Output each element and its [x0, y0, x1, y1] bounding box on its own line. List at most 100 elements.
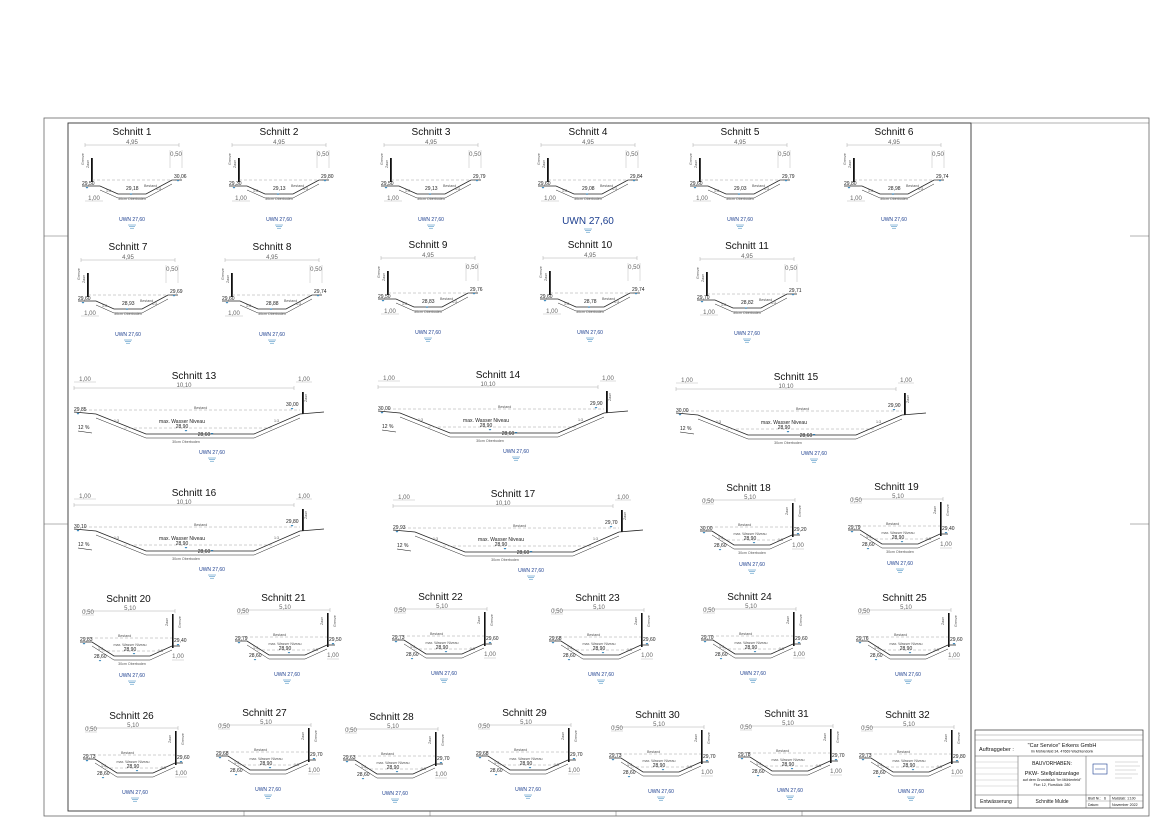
- slope-label: 1:3: [274, 419, 279, 423]
- water-level-marker: [98, 660, 102, 662]
- water-level-marker: [76, 413, 80, 415]
- topsoil-line: [870, 761, 952, 777]
- fence-label: Zaun: [86, 160, 90, 168]
- section-title: Schnitt 29: [502, 708, 547, 719]
- dimension-label: 1,00: [84, 311, 96, 317]
- slope-label: 1:3: [937, 765, 942, 769]
- dimension-label: 5,10: [745, 604, 757, 610]
- level-right: 29,70: [703, 754, 716, 760]
- level-bottom: 28,60: [862, 542, 875, 548]
- level-left: 29,60: [78, 296, 91, 302]
- dimension-label: 1,00: [850, 196, 862, 202]
- ground-profile: [377, 410, 629, 434]
- level-right: 29,70: [310, 752, 323, 758]
- level-left: 29,50: [381, 181, 394, 187]
- water-level-marker: [478, 757, 482, 759]
- section-title: Schnitt 22: [418, 592, 463, 603]
- existing-label: Bestand: [759, 298, 772, 302]
- fence-label: Zaun: [848, 160, 852, 168]
- water-level-marker: [276, 193, 280, 196]
- slope-label: 1:3: [410, 645, 415, 649]
- slope-label: 1:3: [593, 537, 598, 541]
- water-level-marker: [585, 193, 589, 196]
- dimension-label: 1,00: [175, 771, 187, 777]
- dimension-label: 4,95: [273, 140, 285, 146]
- project-label: BAUVORHABEN:: [1032, 761, 1072, 767]
- boundary-label: Grenze: [441, 734, 445, 746]
- fence-label: Zaun: [823, 733, 827, 741]
- slope-label: 1:3: [470, 647, 475, 651]
- section-title: Schnitt 24: [727, 592, 772, 603]
- water-level-marker: [784, 180, 788, 182]
- fence-wall: [568, 728, 570, 762]
- ground-profile: [83, 758, 183, 774]
- section-title: Schnitt 1: [113, 127, 152, 138]
- water-level-label: max. Wasser Niveau: [642, 759, 675, 763]
- fence-label: Zaun: [694, 160, 698, 168]
- existing-label: Bestand: [118, 634, 131, 638]
- fence-label: Zaun: [623, 512, 627, 520]
- topsoil-line: [714, 297, 788, 313]
- uwn-label: UWN 27,60: [734, 331, 760, 337]
- level-bottom: 28,60: [230, 768, 243, 774]
- level-bottom: 28,60: [714, 543, 727, 549]
- fence-label: Zaun: [906, 395, 910, 403]
- topsoil-label: 30cm Oberboden: [726, 197, 754, 201]
- fence-label: Zaun: [561, 732, 565, 740]
- topsoil-line: [99, 183, 173, 199]
- slope-arrow: [396, 548, 412, 552]
- level-water: 28,90: [653, 763, 666, 769]
- dimension-label: 5,10: [782, 721, 794, 727]
- uwn-label: UWN 27,60: [119, 673, 145, 679]
- scale-label: Maßstab: 1:100: [1112, 797, 1136, 801]
- boundary-label: Grenze: [81, 153, 85, 165]
- fence-label: Zaun: [608, 393, 612, 401]
- existing-label: Bestand: [144, 184, 157, 188]
- level-water: 28,90: [782, 762, 795, 768]
- topsoil-line: [712, 643, 794, 659]
- level-bottom: 28,82: [741, 300, 754, 306]
- slope-label: 1:3: [313, 648, 318, 652]
- ground-profile: [856, 640, 956, 656]
- project-parcel: Flur: 12, Flurstück: 280: [1034, 783, 1071, 787]
- level-right: 29,90: [888, 403, 901, 409]
- section-title: Schnitt 31: [764, 709, 809, 720]
- water-level-marker: [627, 776, 631, 778]
- slope-label: 1:3: [455, 187, 460, 191]
- date-value: November 2022: [1112, 803, 1138, 807]
- topsoil-label: 30cm Oberboden: [114, 312, 142, 316]
- water-level-marker: [210, 550, 214, 552]
- level-water: 28,90: [745, 645, 758, 651]
- uwn-label: UWN 27,60: [431, 671, 457, 677]
- level-water: 28,90: [480, 423, 493, 429]
- drawing-category: Entwässerung: [980, 799, 1012, 805]
- uwn-label: UWN 27,60: [415, 330, 441, 336]
- dimension-label: 4,95: [582, 140, 594, 146]
- water-level-marker: [866, 548, 870, 550]
- dimension-label: 0,50: [778, 152, 790, 158]
- level-water: 28,90: [436, 645, 449, 651]
- water-level-marker: [425, 306, 429, 309]
- water-level-marker: [176, 644, 180, 646]
- ground-profile: [343, 759, 443, 775]
- slope-label: 1:3: [253, 189, 258, 193]
- sheet-label: Blatt Nr.:: [1088, 797, 1101, 801]
- project-site: auf dem Grundstück "Im Mühlenfeld": [1023, 778, 1082, 782]
- level-right: 29,60: [950, 637, 963, 643]
- level-left: 29,50: [82, 181, 95, 187]
- dimension-label: 1,00: [546, 309, 558, 315]
- slope-label: 1:3: [687, 765, 692, 769]
- dimension-label: 0,50: [785, 266, 797, 272]
- dimension-label: 1,00: [792, 543, 804, 549]
- existing-label: Bestand: [121, 751, 134, 755]
- water-level-marker: [611, 759, 615, 761]
- level-left: 29,73: [83, 754, 96, 760]
- dimension-label: 0,50: [394, 608, 406, 614]
- water-level-marker: [529, 551, 533, 553]
